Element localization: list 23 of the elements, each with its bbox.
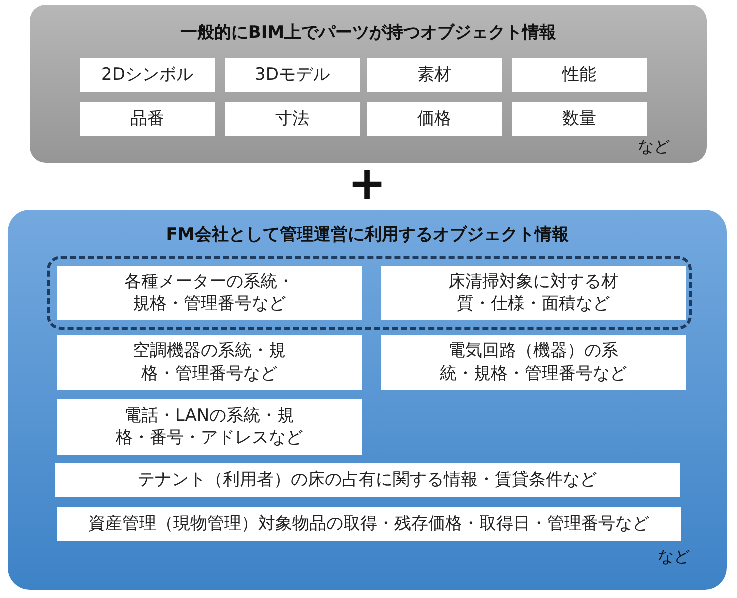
attribute-card: 価格	[367, 102, 502, 136]
panel-title: FM会社として管理運営に利用するオブジェクト情報	[165, 224, 570, 246]
attribute-card: 各種メーターの系統・規格・管理番号など	[57, 266, 362, 320]
attribute-card: 空調機器の系統・規格・管理番号など	[57, 335, 362, 390]
attribute-card: 電気回路（機器）の系統・規格・管理番号など	[381, 335, 686, 390]
attribute-card: 品番	[80, 102, 215, 136]
note-text: など	[658, 547, 690, 568]
attribute-card: 寸法	[225, 102, 360, 136]
attribute-card: 3Dモデル	[225, 58, 360, 92]
panel-title: 一般的にBIM上でパーツが持つオブジェクト情報	[179, 22, 558, 44]
attribute-card: 性能	[512, 58, 647, 92]
note-text: など	[638, 137, 670, 158]
attribute-card: 素材	[367, 58, 502, 92]
dashed-group-frame	[47, 256, 692, 330]
plus-sign: +	[348, 160, 387, 206]
attribute-card: 2Dシンボル	[80, 58, 215, 92]
attribute-card: 床清掃対象に対する材質・仕様・面積など	[381, 266, 686, 320]
info-panel	[8, 210, 727, 590]
attribute-card: テナント（利用者）の床の占有に関する情報・賃貸条件など	[55, 463, 680, 497]
attribute-card: 数量	[512, 102, 647, 136]
attribute-card: 電話・LANの系統・規格・番号・アドレスなど	[57, 399, 362, 455]
attribute-card: 資産管理（現物管理）対象物品の取得・残存価格・取得日・管理番号など	[57, 507, 681, 541]
info-panel	[30, 5, 707, 163]
